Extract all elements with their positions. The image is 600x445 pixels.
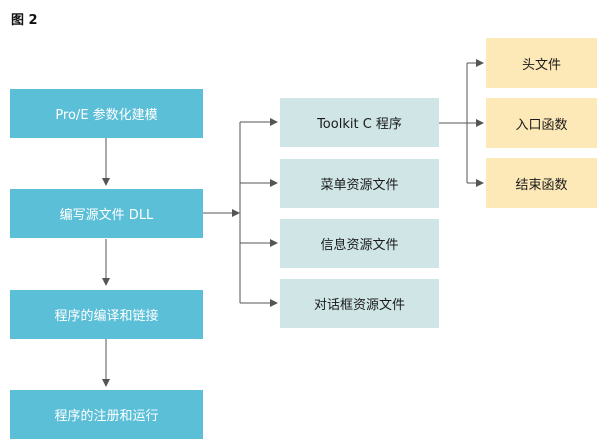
step-proe-modeling-label: Pro/E 参数化建模 [55,108,158,123]
dialog-resource-file-box: 对话框资源文件 [280,279,439,328]
dialog-resource-file-label: 对话框资源文件 [313,298,405,313]
step-proe-modeling-box: Pro/E 参数化建模 [10,89,203,138]
exit-function-box: 结束函数 [486,158,597,208]
step-compile-link-label: 程序的编译和链接 [54,309,159,324]
step-write-dll-label: 编写源文件 DLL [59,208,154,223]
message-resource-file-box: 信息资源文件 [280,219,439,268]
exit-function-label: 结束函数 [515,177,568,193]
toolkit-c-program-label: Toolkit C 程序 [317,117,402,132]
entry-function-box: 入口函数 [486,98,597,148]
step-write-dll-box: 编写源文件 DLL [10,189,203,238]
message-resource-file-label: 信息资源文件 [320,238,399,253]
header-file-box: 头文件 [486,38,597,88]
menu-resource-file-box: 菜单资源文件 [280,159,439,208]
step-register-run-box: 程序的注册和运行 [10,390,203,439]
menu-resource-file-label: 菜单资源文件 [320,178,399,193]
figure-label: 图 2 [11,13,38,28]
step-compile-link-box: 程序的编译和链接 [10,290,203,339]
toolkit-c-program-box: Toolkit C 程序 [280,98,439,147]
step-register-run-label: 程序的注册和运行 [54,409,159,424]
entry-function-label: 入口函数 [515,117,568,133]
header-file-label: 头文件 [521,57,561,73]
